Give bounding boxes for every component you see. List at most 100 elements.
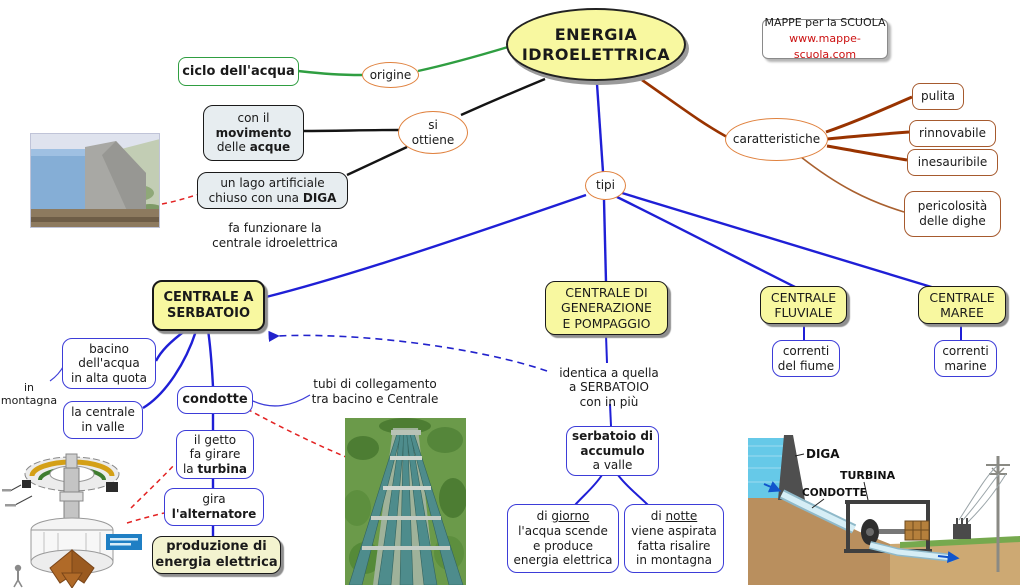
caratteristiche-label: caratteristiche [732,132,821,147]
edge-serbatoio-bacino [154,329,187,362]
edge-caratt-pericolosita [800,156,905,213]
produzione-line1: produzione di [166,539,267,555]
ciclo-label: ciclo dell'acqua [182,63,295,79]
node-correnti-fiume: correnti del fiume [772,340,840,377]
correnti-marine-line1: correnti [942,343,989,358]
centrale-serbatoio-line1: CENTRALE A [163,289,254,305]
edge-siottiene-title [460,77,546,117]
getto-line3b: turbina [197,461,248,476]
node-alternatore: gira l'alternatore [164,488,264,526]
centrale-maree-line1: CENTRALE [929,289,995,305]
centrale-pompaggio-line2: GENERAZIONE [561,300,652,316]
produzione-line2: energia elettrica [155,555,278,570]
node-movimento-acque: con il movimento delle acque [203,105,304,161]
lago-line2: chiuso con una DIGA [209,191,337,206]
centrale-fluviale-line2: FLUVIALE [774,305,833,320]
giorno-line1a: di [536,509,552,524]
centrale-pompaggio-line3: E POMPAGGIO [562,315,651,331]
main-topic-ellipse: ENERGIA IDROELETTRICA [506,8,686,81]
credit-box: MAPPE per la SCUOLA www.mappe-scuola.com [762,16,888,61]
giorno-line2: l'acqua scende [518,523,608,538]
correnti-marine-line2: marine [944,358,987,373]
pericolosita-line2: delle dighe [919,214,986,228]
correnti-fiume-line2: del fiume [777,358,835,373]
tubi-line2: tra bacino e Centrale [311,392,439,406]
movimento-line3a: delle [216,140,250,155]
movimento-line2: movimento [215,125,292,140]
text-tubi-collegamento: tubi di collegamento tra bacino e Centra… [306,376,444,408]
node-inesauribile: inesauribile [907,149,998,176]
edge-ciclo-origine [297,69,363,77]
edge-condotte-tubi [252,394,311,407]
accumulo-line3: a valle [592,458,633,473]
accumulo-line1: serbatoio di [571,429,654,444]
giorno-line3: e produce [532,538,594,553]
edge-tipi-maree [621,191,939,291]
credit-url-link[interactable]: www.mappe-scuola.com [789,32,861,61]
getto-line2: fa girare [189,447,241,462]
edge-caratt-rinnovabile [826,130,910,141]
lago-line2a: chiuso con una [208,190,303,205]
node-pulita: pulita [912,83,964,110]
notte-line4: in montagna [635,553,713,568]
edge-accumulo-notte [617,474,649,506]
giorno-line4: energia elettrica [513,553,613,568]
lago-line2b: DIGA [302,190,337,205]
edge-pompaggio-identica [605,334,608,364]
valle-line1: la centrale [71,405,135,420]
edge-serbatoio-condotte [206,329,215,388]
tubi-line1: tubi di collegamento [313,377,437,392]
ellipse-origine: origine [362,62,419,88]
plant-label-turbina: TURBINA [840,469,896,482]
giorno-line1: di giorno [537,509,590,524]
edge-tipi-fluviale [616,195,796,289]
notte-line3: fatta risalire [637,538,711,553]
inesauribile-label: inesauribile [917,155,988,170]
movimento-line1: con il [237,111,270,126]
edge-tipi-serbatoio [265,193,587,299]
accumulo-line2: accumulo [580,443,645,458]
identica-line2: a SERBATOIO [569,380,649,395]
centrale-pompaggio-line1: CENTRALE DI [565,285,648,301]
node-getto-turbina: il getto fa girare la turbina [176,430,254,479]
notte-line2: viene aspirata [631,523,717,538]
condotte-label: condotte [182,392,248,408]
bacino-line1: bacino [89,341,129,356]
origine-label: origine [369,67,412,82]
turbine-diagram-image [2,453,142,588]
notte-line1a: di [650,509,666,524]
node-centrale-maree: CENTRALE MAREE [918,286,1006,324]
valle-line2: in valle [81,420,125,434]
edge-title-caratteristiche [641,78,728,139]
edge-caratt-pulita [825,95,913,134]
identica-line1: identica a quella [559,365,659,380]
node-produzione-energia: produzione di energia elettrica [152,536,281,574]
plant-cross-section-image: DIGA TURBINA CONDOTTE [748,432,1020,585]
edge-identica-serbatoio-arrow [268,330,548,372]
credit-title: MAPPE per la SCUOLA [764,16,886,30]
getto-line3: la turbina [183,462,247,477]
edge-movimento-siottiene [302,128,400,133]
node-ciclo-dellacqua: ciclo dell'acqua [178,57,299,86]
lago-caption: fa funzionare la centrale idroelettrica [200,220,350,252]
correnti-fiume-line1: correnti [782,343,830,358]
node-lago-artificiale: un lago artificiale chiuso con una DIGA [197,172,348,209]
lago-caption-line2: centrale idroelettrica [212,236,338,250]
node-rinnovabile: rinnovabile [909,120,996,147]
alternatore-line2: l'alternatore [171,507,257,521]
edge-accumulo-giorno [574,474,603,506]
edge-caratt-inesauribile [826,144,908,162]
lago-line1: un lago artificiale [220,175,325,190]
notte-line1: di notte [651,509,698,524]
identica-line3: con in più [579,394,639,409]
in-montagna-line1: in [23,380,35,394]
node-di-notte: di notte viene aspirata fatta risalire i… [624,504,724,573]
in-montagna-line2: montagna [0,394,58,407]
node-centrale-serbatoio: CENTRALE A SERBATOIO [152,280,265,331]
node-pericolosita: pericolosità delle dighe [904,191,1001,237]
centrale-maree-line2: MAREE [940,305,984,320]
tipi-label: tipi [596,178,615,193]
bacino-line2: dell'acqua [78,356,140,371]
